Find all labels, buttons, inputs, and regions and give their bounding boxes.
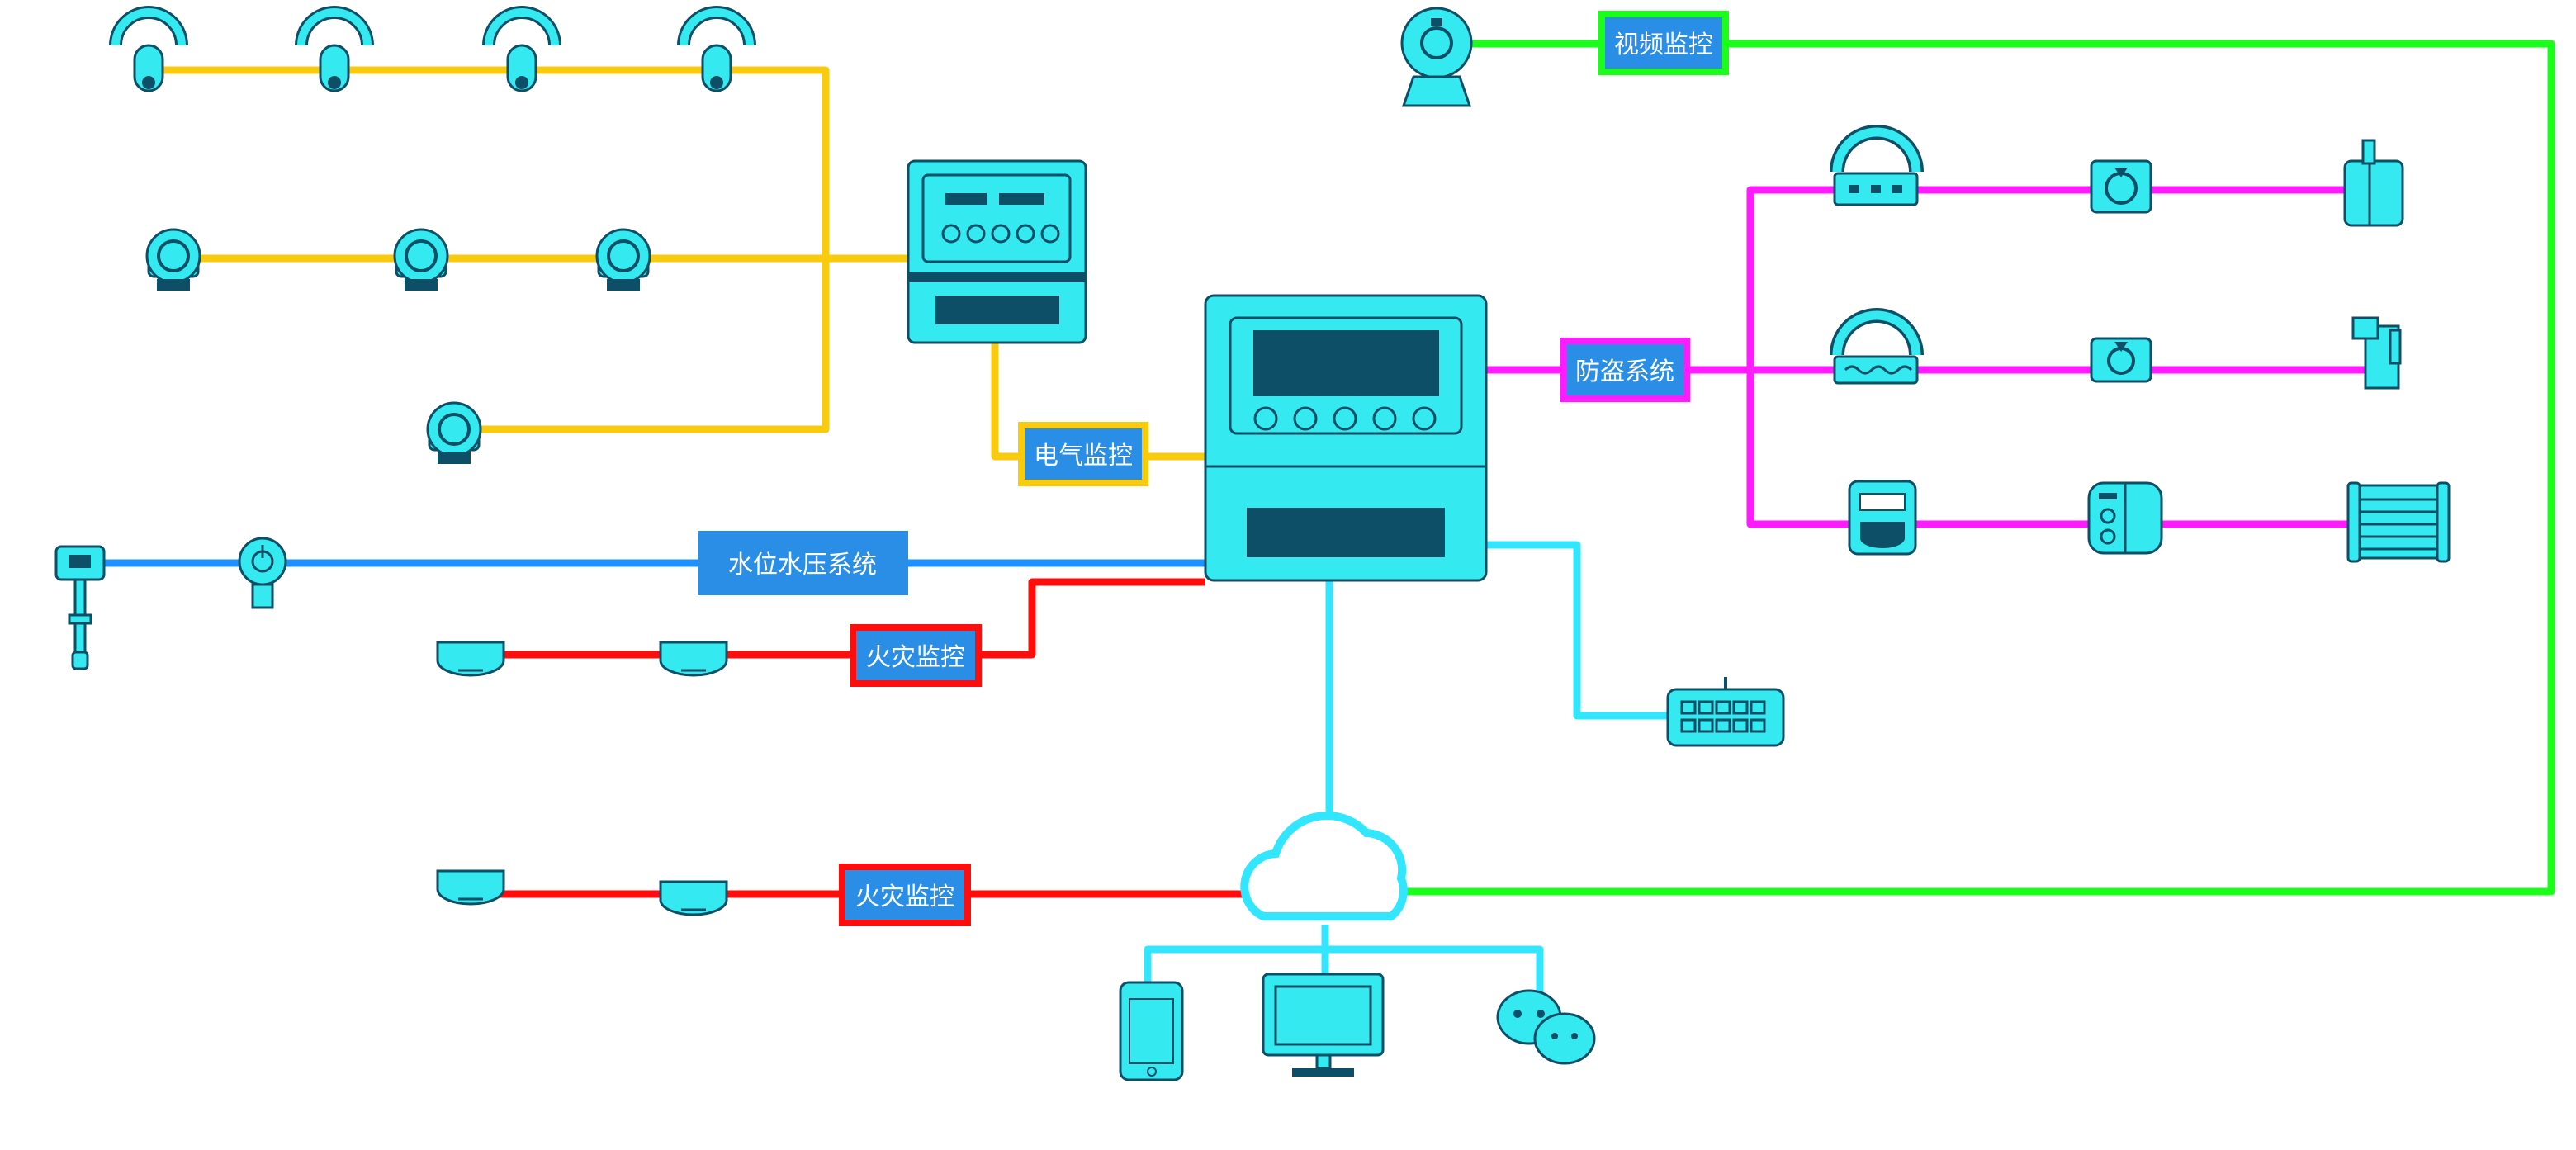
glass-break-detector[interactable] [2087,481,2163,555]
water-system-text: 水位水压系统 [728,551,877,580]
antitheft-system-text: 防盗系统 [1575,357,1674,386]
active-infrared-beam[interactable] [2346,481,2451,563]
temperature-sensor-4[interactable] [677,6,756,92]
current-sensor-1[interactable] [145,228,201,291]
siren[interactable] [2351,316,2402,390]
water-pressure-sensor[interactable] [238,537,287,609]
smoke-alarm[interactable] [1848,480,1917,556]
cloud-icon[interactable] [1240,812,1408,920]
water-level-sensor[interactable] [54,545,106,670]
antitheft-system-label[interactable]: 防盗系统 [1560,338,1690,402]
leakage-sensor[interactable] [426,401,482,464]
network-line-clients [1144,945,1544,999]
electric-system-label[interactable]: 电气监控 [1018,422,1148,486]
fire-top-system-label[interactable]: 火灾监控 [850,624,982,687]
temperature-sensor-3[interactable] [482,6,561,92]
mobile-phone-icon[interactable] [1119,981,1184,1081]
current-sensor-2[interactable] [393,228,449,291]
fire-top-system-text: 火灾监控 [866,643,965,672]
network-line-keyboard [1486,541,1676,720]
alarm-host-2[interactable] [1830,308,1924,385]
fire-bottom-system-label[interactable]: 火灾监控 [839,864,971,926]
smoke-detector-1[interactable] [436,641,505,677]
video-system-text: 视频监控 [1614,31,1713,59]
smoke-detector-2[interactable] [659,641,728,677]
fire-line-top [479,578,1205,659]
wechat-icon[interactable] [1496,989,1596,1065]
video-system-label[interactable]: 视频监控 [1598,11,1729,75]
electric-controller[interactable] [907,159,1087,344]
water-system-label[interactable]: 水位水压系统 [698,531,908,595]
smoke-detector-4[interactable] [659,880,728,916]
electric-line-sensors-top [149,66,830,433]
smoke-detector-3[interactable] [436,869,505,906]
video-line [1404,40,2555,896]
alarm-host-1[interactable] [1830,125,1924,206]
door-sensor[interactable] [2343,139,2404,227]
fire-bottom-system-text: 火灾监控 [855,883,954,911]
temperature-sensor-1[interactable] [109,6,188,92]
keyboard-icon[interactable] [1666,677,1785,747]
main-controller[interactable] [1204,294,1488,582]
current-sensor-3[interactable] [595,228,651,291]
electric-system-text: 电气监控 [1034,442,1133,471]
computer-icon[interactable] [1262,973,1385,1077]
infrared-detector-1[interactable] [2090,159,2152,214]
infrared-detector-2[interactable] [2090,337,2152,383]
camera-icon[interactable] [1400,7,1473,107]
temperature-sensor-2[interactable] [295,6,374,92]
